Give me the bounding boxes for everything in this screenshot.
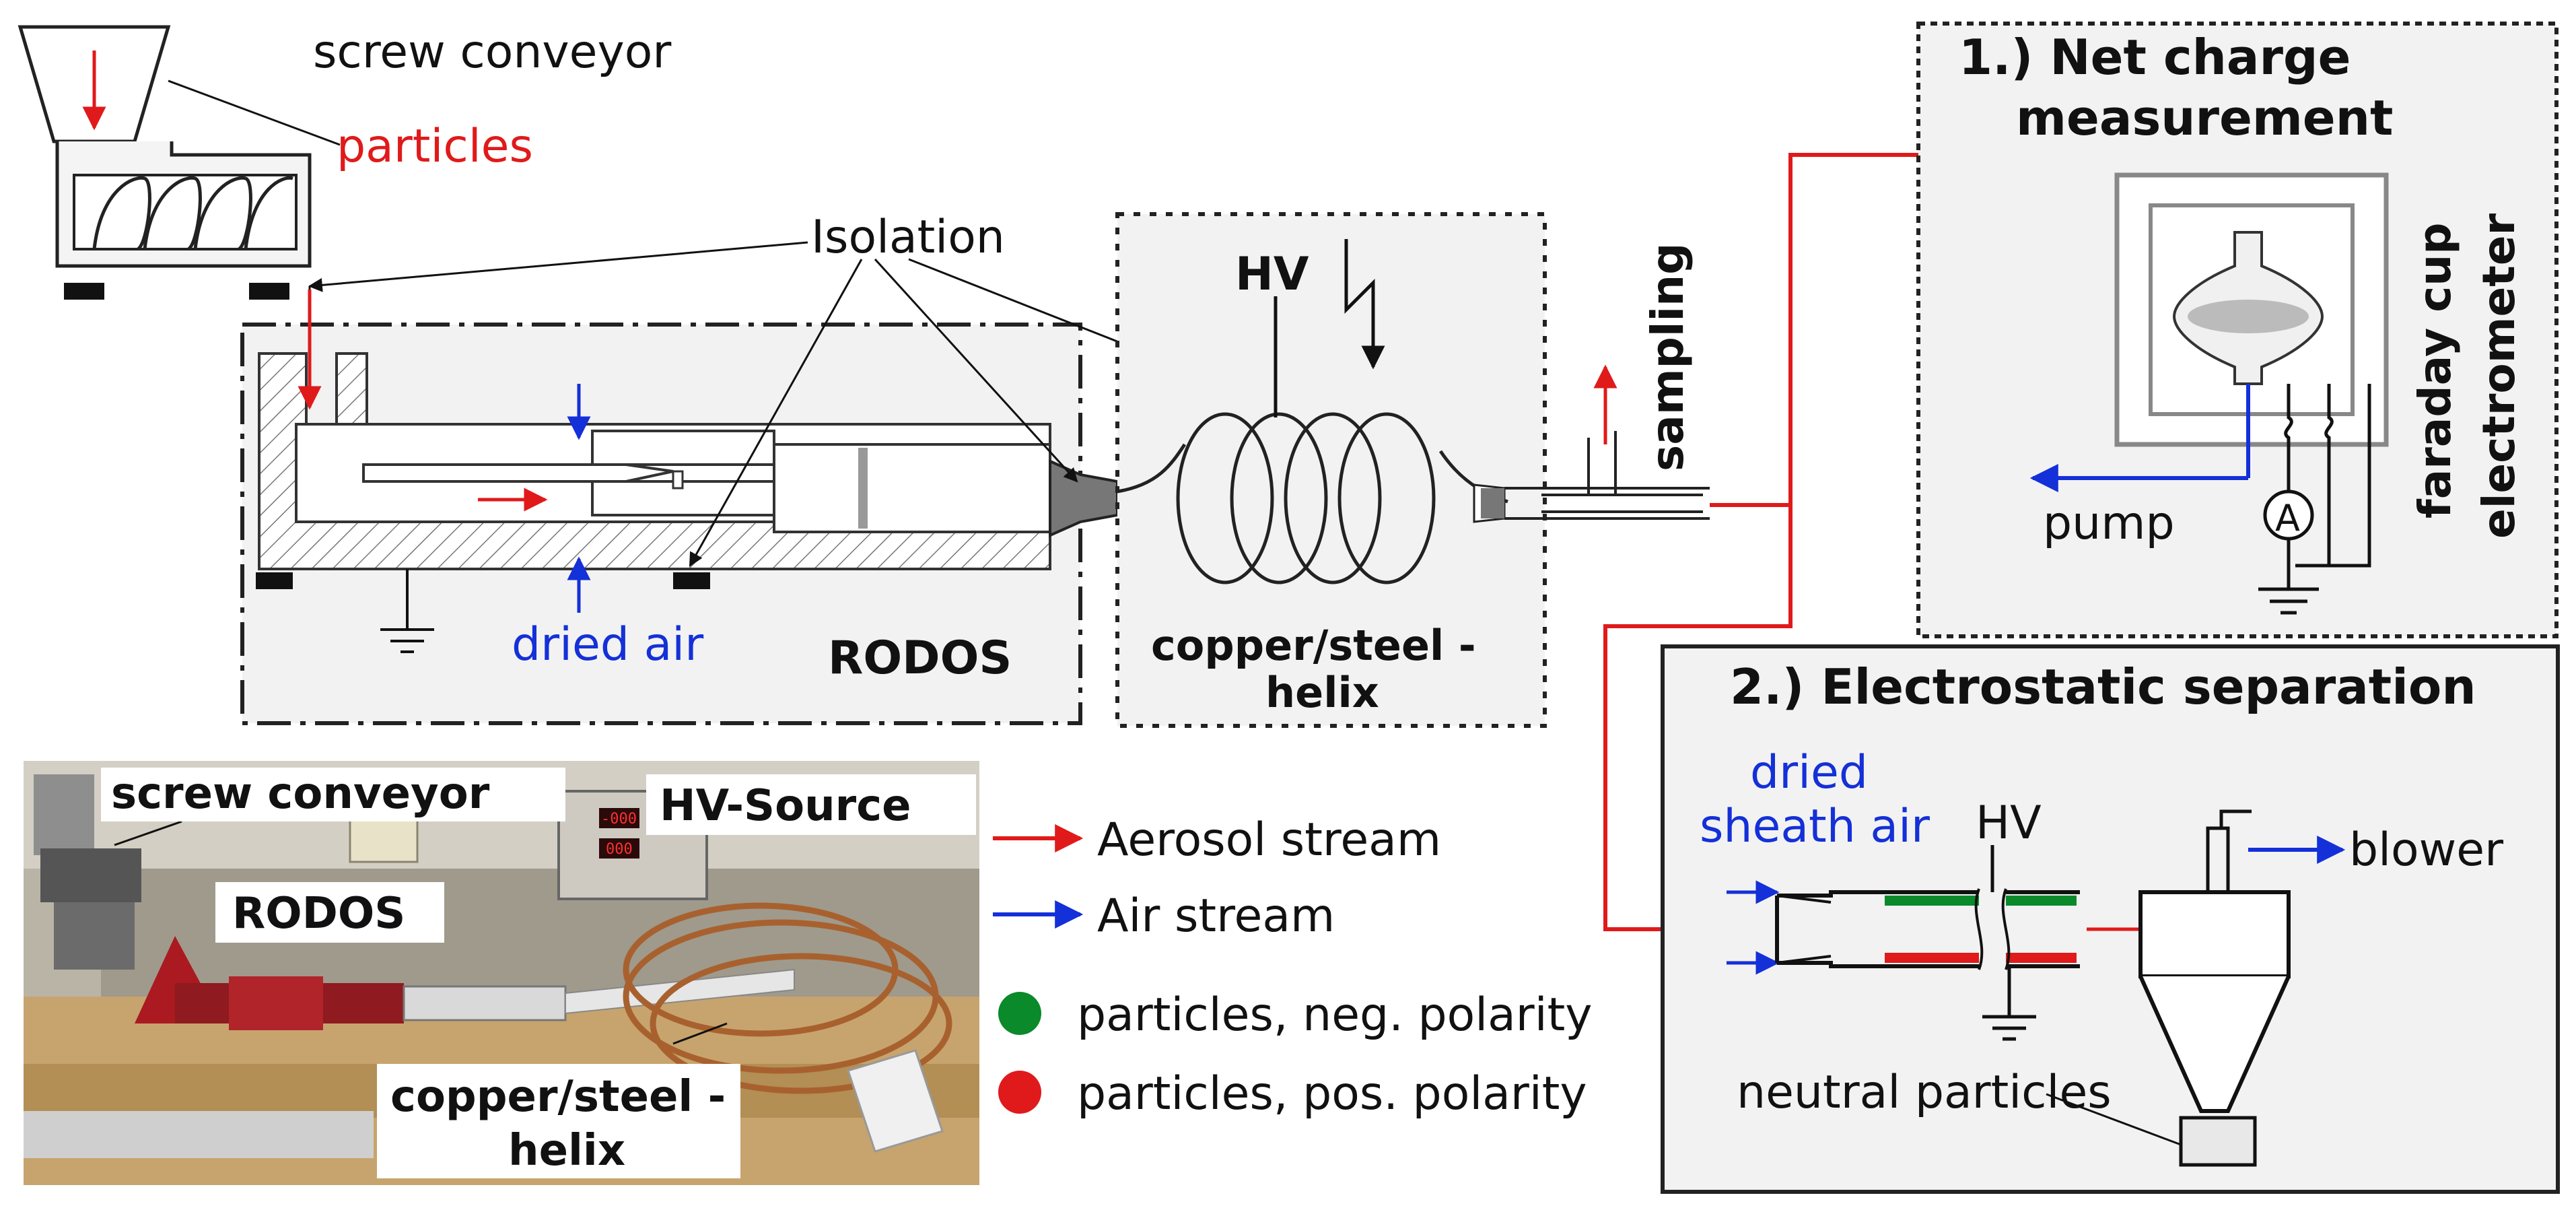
ammeter-label: A [2275,497,2300,539]
copper-steel-label: copper/steel - [1151,621,1476,670]
photo-screw-conveyor-tag [101,768,565,821]
electrostatic-title: 2.) Electrostatic separation [1730,659,2476,715]
photo-helix-tag [377,1064,740,1178]
photo-screw-conveyor-label: screw conveyor [111,769,490,819]
setup-photo: -000 000 [24,761,979,1185]
sampling-label: sampling [1642,243,1694,471]
legend [993,824,1084,1114]
faraday-cup-label: faraday cup [2409,223,2461,518]
isolation-label: Isolation [811,211,1005,264]
dried-air-label: dried air [512,618,703,671]
sampling-port [1504,364,1710,520]
helix-label: helix [1265,668,1379,717]
legend-aerosol-label: Aerosol stream [1097,813,1441,867]
electrostatic-separator [1727,845,2163,1041]
legend-air-label: Air stream [1097,889,1335,943]
neutral-particles-label: neutral particles [1737,1066,2112,1119]
net-charge-title-line1: 1.) Net charge [1959,29,2351,86]
screw-conveyor-schematic [18,25,341,300]
legend-pos-dot [998,1071,1041,1114]
photo-copper-steel-label: copper/steel - [390,1072,726,1122]
sheath-air-label: sheath air [1700,800,1930,853]
photo-hv-source-tag [646,774,976,835]
helix-box [1115,212,1547,728]
net-charge-title-line2: measurement [2016,90,2393,146]
photo-hv-source-label: HV-Source [660,781,911,831]
cyclone [2046,809,2346,1167]
legend-neg-dot [998,992,1041,1035]
hv-helix-label: HV [1235,248,1309,301]
photo-helix-label: helix [508,1126,625,1176]
photo-rodos-tag [215,882,444,943]
legend-neg-label: particles, neg. polarity [1077,988,1593,1042]
rodos-disperser [256,286,1119,653]
dried-label: dried [1750,746,1868,799]
photo-rodos-label: RODOS [232,889,405,939]
electrometer-label: electrometer [2473,213,2525,539]
legend-pos-label: particles, pos. polarity [1077,1067,1587,1120]
faraday-cup [2029,172,2389,615]
pump-label: pump [2043,497,2175,550]
photo-display-2: 000 [606,841,633,858]
electrostatic-box [1661,644,2560,1194]
hv-separator-label: HV [1976,797,2042,850]
rodos-label: RODOS [828,632,1012,685]
blower-label: blower [2349,824,2503,877]
screw-conveyor-label: screw conveyor [313,26,671,79]
photo-display-1: -000 [601,811,637,828]
particles-label: particles [337,120,533,173]
